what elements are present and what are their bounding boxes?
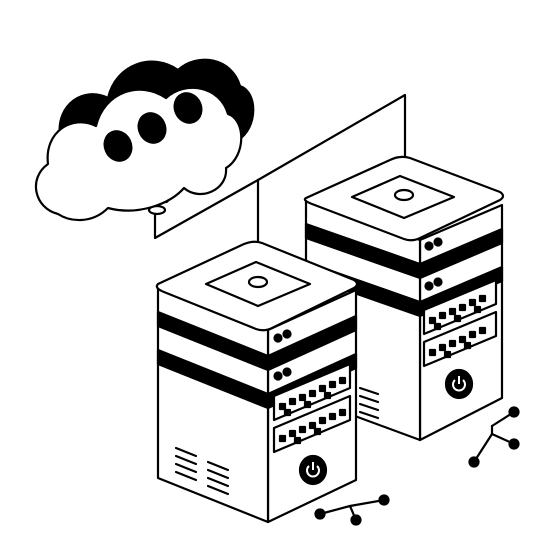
cloud-dot (103, 130, 133, 162)
status-led (282, 367, 292, 377)
vent-icon (174, 446, 230, 496)
status-led (273, 333, 283, 343)
cloud-dot (137, 112, 167, 144)
connector-icon (468, 406, 520, 468)
status-led (433, 237, 443, 247)
server-front (155, 240, 390, 526)
status-led (424, 281, 434, 291)
server-back-top-port (393, 188, 415, 202)
connector-icon (314, 494, 390, 526)
vent-icon (358, 386, 380, 420)
status-led (282, 329, 292, 339)
cloud-icon (34, 58, 255, 222)
server-front-top-port (247, 275, 269, 289)
cloud-dot (173, 92, 203, 124)
server-back (303, 155, 520, 468)
status-led (273, 371, 283, 381)
status-led (433, 277, 443, 287)
status-led (424, 241, 434, 251)
